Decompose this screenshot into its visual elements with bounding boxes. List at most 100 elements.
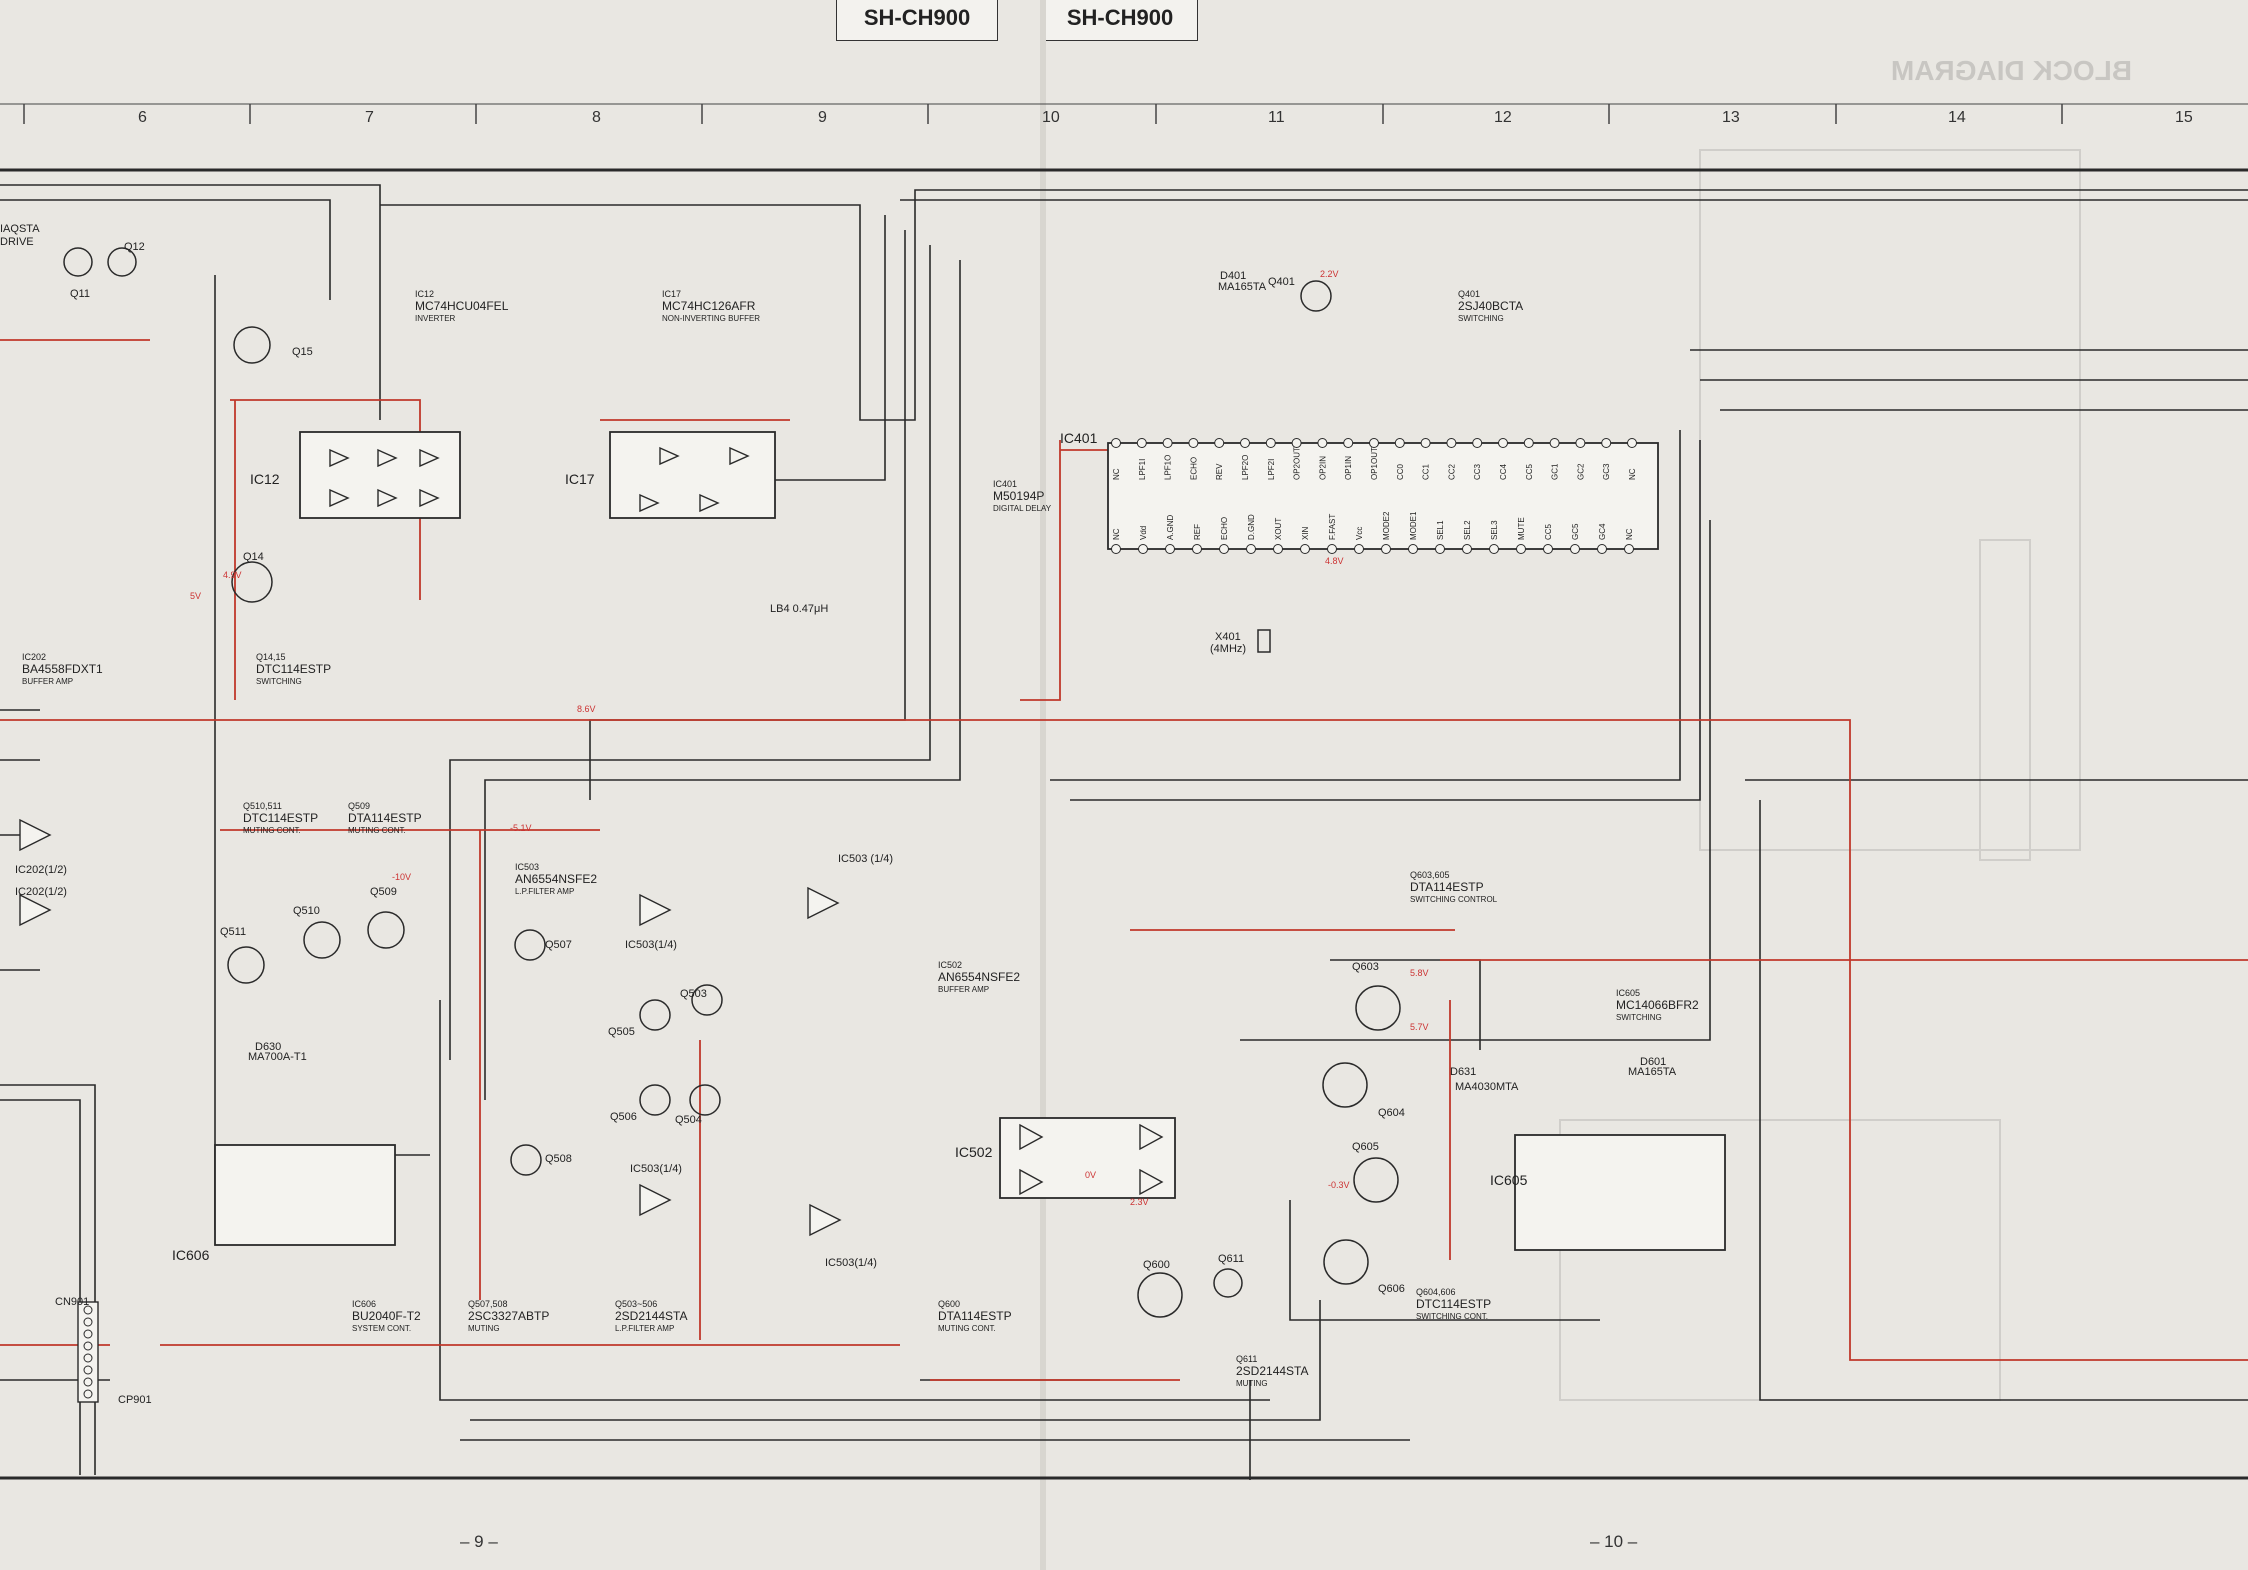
label-d631: D631 [1450,1066,1476,1078]
ic401-pin-bottom [1192,544,1202,554]
ruler-column-label: 9 [818,109,827,126]
part-function: DIGITAL DELAY [993,504,1052,513]
ic401-pin-top [1265,438,1276,448]
label-q510: Q510 [293,905,320,917]
ic401-pin-bottom [1381,544,1391,554]
volt-i: 0V [1085,1170,1096,1180]
part-function: BUFFER AMP [938,985,989,994]
label-q11: Q11 [70,288,90,300]
part-function: SYSTEM CONT. [352,1324,411,1333]
ic401-pin-top [1446,438,1457,448]
ic401-pin-top [1214,438,1225,448]
ic401-pin-label-top: OP1IN [1344,456,1353,480]
volt-g: 5.8V [1410,968,1429,978]
ic401-pin-label-top: CC2 [1447,463,1456,480]
label-x401-freq: (4MHz) [1210,643,1246,655]
volt-c: 2.2V [1320,269,1339,279]
ic401-pin-label-top: LPF2O [1241,455,1250,480]
label-ic503-quarter-c: IC503(1/4) [630,1163,682,1175]
ruler-column-label: 11 [1268,109,1285,126]
label-q511: Q511 [220,926,246,938]
label-iaqsta: IAQSTA [0,223,40,235]
part-ref: IC502 [938,960,962,970]
ic401-pin-bottom [1165,544,1175,554]
part-ref: IC605 [1616,988,1640,998]
ic401-pin-label-top: OP1OUT [1370,447,1379,480]
part-number: MC74HCU04FEL [415,299,509,313]
label-q509: Q509 [370,886,397,898]
transistors [63,247,1401,1318]
ic401-pin-label-bottom: NC [1112,528,1121,540]
page-number-left: – 9 – [460,1532,498,1551]
ruler-column-label: 14 [1948,109,1966,126]
ic401-pin-label-bottom: CC5 [1544,523,1553,540]
ruler-column-label: 15 [2175,109,2193,126]
cn901-pin [83,1389,93,1399]
ic401-pin-label-bottom: MUTE [1517,517,1526,540]
ic401-pin-bottom [1435,544,1445,554]
label-q604: Q604 [1378,1107,1405,1119]
cn901-pin [83,1317,93,1327]
frame-lines [0,168,2248,1480]
ic401-pin-top [1188,438,1199,448]
ic401-pin-label-top: REV [1215,463,1224,480]
part-number: BA4558FDXT1 [22,662,103,676]
label-q605: Q605 [1352,1141,1379,1153]
ic401-pin-label-top: CC1 [1422,463,1431,480]
part-function: NON-INVERTING BUFFER [662,314,760,323]
ic401-pin-label-bottom: XOUT [1274,518,1283,540]
cn901-pin [83,1305,93,1315]
cn901-pin [83,1329,93,1339]
part-number: DTC114ESTP [1416,1297,1491,1311]
label-ic202-half-b: IC202(1/2) [15,886,67,898]
part-function: SWITCHING [1616,1013,1662,1022]
ic401-pin-top [1627,438,1637,448]
ic401-pin-bottom [1597,544,1607,554]
ic401-pin-label-bottom: REF [1193,524,1202,540]
ic401-pin-label-top: NC [1112,468,1121,480]
part-number: DTC114ESTP [256,662,331,676]
ic401-pin-bottom [1219,544,1229,554]
ic401-pin-label-bottom: MODE2 [1382,511,1391,540]
label-lb4: LB4 0.47μH [770,603,828,615]
part-number: DTA114ESTP [348,811,422,825]
ruler-column-label: 6 [138,109,147,126]
label-q401: Q401 [1268,276,1295,288]
ic17-box-label: IC17 [565,471,595,487]
part-function: SWITCHING CONT. [1416,1312,1488,1321]
ic401-pin-bottom [1516,544,1526,554]
label-q14: Q14 [243,551,264,563]
ic401-pin-top [1317,438,1328,448]
label-ic503-quarter-a: IC503 (1/4) [838,853,893,865]
label-d601-part: MA165TA [1628,1066,1677,1078]
label-q508: Q508 [545,1153,572,1165]
ic401-pin-top [1369,438,1379,448]
ic401-pin-label-bottom: SEL3 [1490,520,1499,540]
volt-h: 5.7V [1410,1022,1429,1032]
label-d601: D601 [1640,1056,1666,1068]
op-amps [19,818,1164,1237]
label-q606: Q606 [1378,1283,1405,1295]
label-d630-part: MA700A-T1 [248,1051,307,1063]
cn901-pin [83,1365,93,1375]
ic401-pin-top [1343,438,1354,448]
part-number: 2SD2144STA [615,1309,688,1323]
ic401-box-label: IC401 [1060,430,1098,446]
part-number: AN6554NSFE2 [515,872,597,886]
wiring-black [0,184,2248,1480]
label-d401: D401 [1220,270,1246,282]
ic401-pin-top [1162,438,1173,448]
ic401-pin-label-top: LPF1I [1138,459,1147,480]
label-ic503-quarter-d: IC503(1/4) [825,1257,877,1269]
ic401-pin-bottom [1273,544,1283,554]
page-number-right: – 10 – [1590,1532,1638,1551]
label-q507: Q507 [545,939,572,951]
